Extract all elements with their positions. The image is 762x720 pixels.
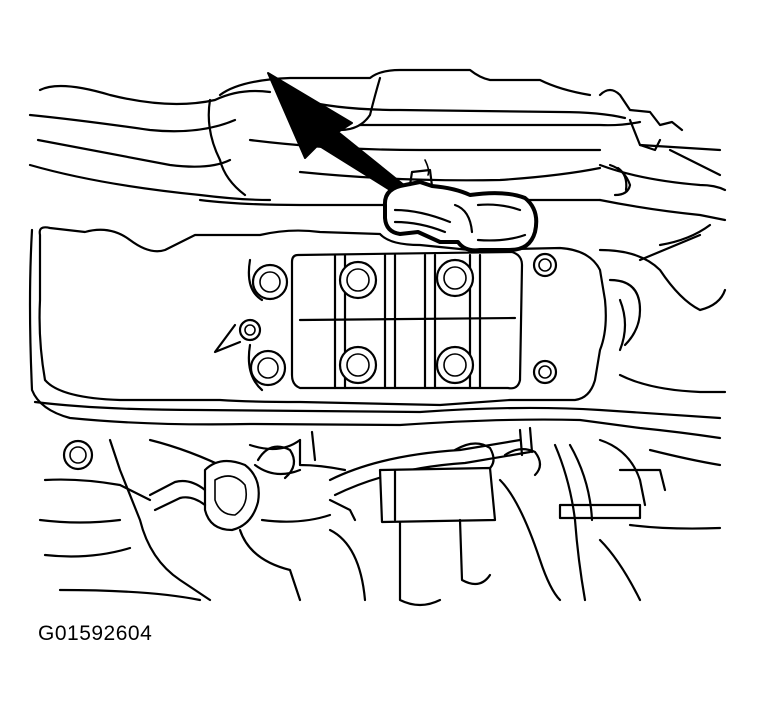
tower-lower-3: [435, 345, 475, 385]
tower-lower-1: [249, 349, 287, 387]
coil-towers: [213, 252, 558, 392]
pointer-arrow: [267, 72, 411, 196]
coil-pack: [290, 250, 524, 390]
mount-bolt-2: [532, 359, 558, 385]
mount-bolt-3: [238, 318, 262, 342]
lower-bolt: [62, 439, 94, 471]
tower-upper-1: [251, 263, 289, 301]
mount-bolt-1: [532, 252, 558, 278]
coil-pack-cover: [28, 223, 727, 440]
highlighted-connector: [382, 159, 539, 253]
lower-engine-outline: [38, 426, 722, 607]
upper-engine-outline: [28, 68, 727, 222]
figure-code: G01592604: [38, 622, 153, 645]
tower-upper-2: [338, 260, 378, 300]
tower-upper-3: [435, 258, 475, 298]
tower-lower-2: [338, 345, 378, 385]
